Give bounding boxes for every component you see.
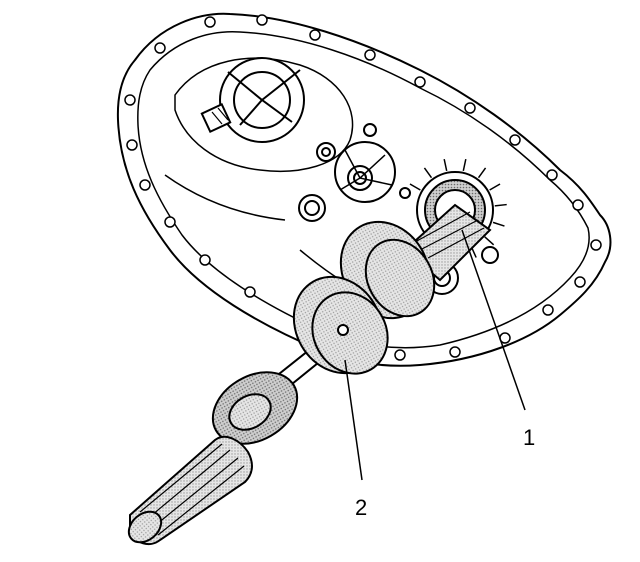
housing-plugs [298, 142, 336, 222]
bolt-hole [126, 139, 138, 151]
center-shaft-bore [334, 123, 411, 203]
bolt-hole [414, 76, 426, 88]
bolt-hole [572, 199, 584, 211]
seal-tick [494, 203, 507, 207]
bolt-hole [590, 239, 602, 251]
seal-tick [492, 221, 505, 227]
bolt-hole [124, 94, 136, 106]
bolt-hole [256, 14, 268, 26]
leader-2 [344, 359, 363, 481]
bolt-hole [154, 42, 166, 54]
bolt-hole [449, 346, 461, 358]
bolt-hole [309, 29, 321, 41]
seal-tick [409, 183, 421, 191]
bolt-hole [244, 286, 256, 298]
shift-detent-assembly [200, 57, 305, 143]
seal-tick [423, 167, 433, 179]
seal-installer-tool [127, 203, 492, 546]
bolt-hole [139, 179, 151, 191]
callout-1: 1 [523, 425, 535, 450]
bolt-hole [394, 349, 406, 361]
bolt-hole [542, 304, 554, 316]
seal-tick [477, 167, 487, 179]
seal-tick [443, 158, 448, 172]
bolt-hole [364, 49, 376, 61]
seal-tick [462, 158, 467, 172]
bolt-hole [164, 216, 176, 228]
bolt-hole [464, 102, 476, 114]
seal-tick [489, 183, 501, 191]
housing-inner-rim [137, 31, 590, 349]
housing-inner-contour [174, 57, 354, 172]
bolt-hole [199, 254, 211, 266]
callout-leaders [344, 229, 526, 481]
bolt-hole [509, 134, 521, 146]
callout-2: 2 [355, 495, 367, 520]
bolt-hole [574, 276, 586, 288]
bolt-hole [204, 16, 216, 28]
bolt-hole [546, 169, 558, 181]
leader-1 [461, 229, 526, 411]
seal-tick [484, 236, 495, 246]
